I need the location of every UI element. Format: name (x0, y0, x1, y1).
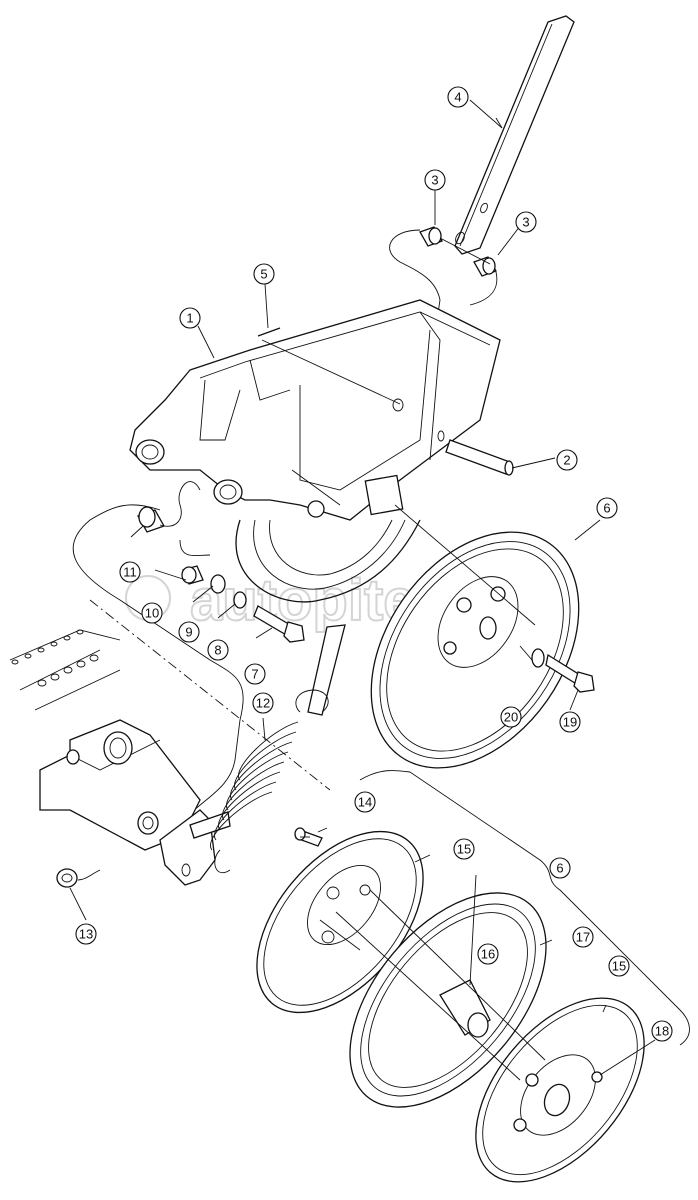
svg-text:12: 12 (256, 696, 270, 711)
callout-8: 8 (207, 639, 229, 661)
svg-text:5: 5 (260, 267, 267, 282)
callout-1: 1 (179, 307, 201, 329)
callout-3a: 3 (424, 169, 446, 191)
svg-text:6: 6 (556, 861, 563, 876)
svg-text:15: 15 (457, 842, 471, 857)
svg-text:6: 6 (603, 501, 610, 516)
svg-text:16: 16 (481, 947, 495, 962)
svg-text:7: 7 (251, 667, 258, 682)
svg-text:15: 15 (612, 959, 626, 974)
callout-11: 11 (119, 561, 141, 583)
wheel-behind (235, 519, 421, 603)
svg-text:14: 14 (358, 795, 372, 810)
svg-text:3: 3 (522, 215, 529, 230)
callout-13: 13 (75, 923, 97, 945)
svg-text:3: 3 (431, 173, 438, 188)
fastener-stack (137, 481, 305, 643)
callout-2: 2 (556, 449, 578, 471)
svg-text:2: 2 (563, 453, 570, 468)
exploded-wheel (256, 827, 645, 1183)
callout-6a: 6 (596, 497, 618, 519)
bushing-parts (419, 226, 497, 277)
callout-15a: 15 (453, 838, 475, 860)
pivot-pin-part (445, 439, 514, 476)
svg-text:9: 9 (185, 625, 192, 640)
svg-text:19: 19 (563, 715, 577, 730)
wheel-assembly-part (370, 504, 580, 769)
callout-19: 19 (559, 711, 581, 733)
svg-text:20: 20 (504, 710, 518, 725)
callout-3b: 3 (515, 211, 537, 233)
arm-bracket-part (129, 299, 501, 521)
callout-16: 16 (477, 943, 499, 965)
callout-20: 20 (500, 706, 522, 728)
svg-text:10: 10 (145, 606, 159, 621)
callout-10: 10 (141, 602, 163, 624)
svg-text:18: 18 (655, 1024, 669, 1039)
frame-part (9, 599, 331, 886)
svg-text:1: 1 (186, 311, 193, 326)
svg-text:4: 4 (454, 90, 461, 105)
handle-part (454, 15, 575, 255)
svg-text:11: 11 (123, 565, 137, 580)
svg-text:8: 8 (214, 643, 221, 658)
callout-15b: 15 (608, 955, 630, 977)
callout-17: 17 (572, 926, 594, 948)
svg-text:17: 17 (576, 930, 590, 945)
callout-5: 5 (253, 263, 275, 285)
leader-lines (69, 99, 656, 1076)
callout-6b: 6 (549, 857, 571, 879)
callout-12: 12 (252, 692, 274, 714)
callout-4: 4 (447, 86, 469, 108)
spring-part (56, 624, 346, 888)
svg-text:13: 13 (79, 927, 93, 942)
callout-7: 7 (244, 663, 266, 685)
callout-18: 18 (651, 1020, 673, 1042)
callout-9: 9 (178, 621, 200, 643)
callout-14: 14 (354, 791, 376, 813)
